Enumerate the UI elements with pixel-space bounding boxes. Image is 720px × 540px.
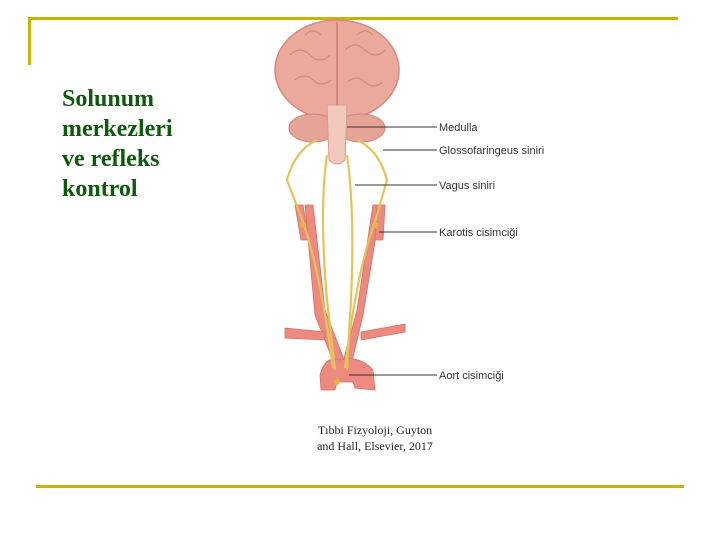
title-line: merkezleri [62, 116, 173, 142]
respiratory-reflex-diagram: Medulla Glossofaringeus siniri Vagus sin… [274, 19, 544, 391]
frame-bottom-rule [36, 485, 684, 488]
brain-illustration [274, 19, 400, 165]
label-glossopharyngeal-nerve: Glossofaringeus siniri [439, 145, 544, 157]
slide-title: Solunum merkezleri ve refleks kontrol [62, 84, 252, 204]
title-line: ve refleks [62, 146, 160, 172]
title-line: kontrol [62, 176, 138, 202]
receptor-bodies [300, 222, 378, 385]
figure-caption: Tıbbi Fizyoloji, Guyton and Hall, Elsevi… [300, 422, 450, 454]
label-vagus-nerve: Vagus siniri [439, 180, 495, 192]
label-aortic-body: Aort cisimciği [439, 370, 504, 382]
label-medulla: Medulla [439, 122, 478, 134]
nerve-illustration [285, 138, 389, 371]
label-carotid-body: Karotis cisimciği [439, 227, 518, 239]
frame-left-rule [28, 17, 31, 65]
leader-lines [347, 126, 437, 376]
caption-line: Tıbbi Fizyoloji, Guyton [317, 423, 433, 437]
title-line: Solunum [62, 86, 155, 112]
caption-line: and Hall, Elsevier, 2017 [317, 439, 433, 453]
frame-top-rule [28, 17, 678, 20]
